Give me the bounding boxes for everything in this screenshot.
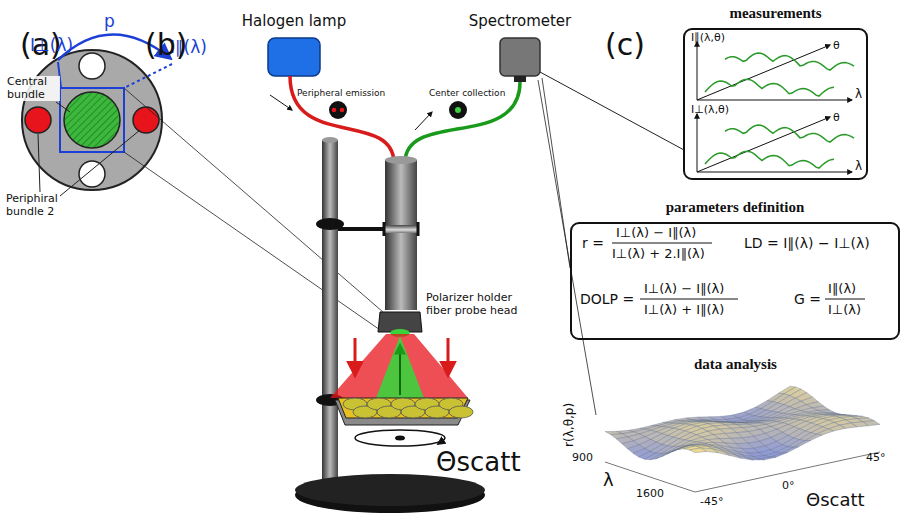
- node-heading: Halogen lamp: [242, 13, 346, 30]
- part-label: Central bundle: [6, 76, 60, 101]
- node-text: λ: [855, 160, 862, 174]
- panel-label: (c): [605, 28, 645, 63]
- node-text: I⊥(λ,θ): [691, 104, 729, 117]
- parameters-box: parameters definitionr =I⊥(λ) − I∥(λ)I⊥(…: [570, 222, 900, 340]
- tick-label: 0°: [782, 480, 795, 493]
- tick-label: 1600: [636, 488, 664, 501]
- node-text: I⊥(λ): [828, 303, 861, 318]
- tick-label: -45°: [700, 496, 723, 509]
- axis-title: λ: [603, 470, 614, 491]
- node-heading: parameters definition: [666, 199, 805, 216]
- section-heading: data analysis: [694, 356, 777, 373]
- node-text: r =: [582, 235, 604, 251]
- angle-label: Θscatt: [436, 448, 521, 478]
- lamp-body: [268, 38, 320, 76]
- part-label: Peripheral emission: [296, 88, 386, 98]
- node-text: θ: [833, 40, 840, 53]
- lamp-box: Halogen lamp: [268, 38, 320, 76]
- node-text: I⊥(λ) + I∥(λ): [644, 303, 724, 318]
- spectrometer-box: Spectrometer: [500, 38, 540, 76]
- node-text: DOLP =: [580, 291, 634, 307]
- parameter-label: p: [104, 12, 115, 32]
- node-text: I∥(λ,θ): [691, 32, 725, 45]
- node-heading: measurements: [729, 5, 821, 22]
- part-label: Periphiral bundle 2: [6, 193, 76, 218]
- tick-label: 45°: [866, 452, 886, 465]
- node-text: I⊥(λ) − I∥(λ): [644, 282, 724, 297]
- part-label: Polarizer holder fiber probe head: [426, 292, 536, 317]
- node-text: θ: [833, 112, 840, 125]
- node-text: G =: [794, 291, 821, 307]
- panel-label: (b): [145, 28, 187, 63]
- node-text: I⊥(λ) + 2.I∥(λ): [612, 247, 705, 262]
- connector-line: [540, 72, 683, 149]
- node-text: I⊥(λ) − I∥(λ): [616, 226, 696, 241]
- tick-label: 900: [572, 452, 593, 465]
- measurements-box: measurementsI∥(λ,θ)θλI⊥(λ,θ)θλ: [683, 28, 868, 180]
- signal-label: I⊥(λ): [30, 36, 73, 56]
- panel-c-graphics: [538, 42, 880, 492]
- node-heading: Spectrometer: [469, 13, 572, 30]
- node-text: I∥(λ): [828, 282, 856, 297]
- node-text: LD = I∥(λ) − I⊥(λ): [744, 235, 870, 251]
- spectrometer-body: [500, 38, 540, 76]
- axis-title: Θscatt: [806, 490, 865, 511]
- part-label: Center collection: [428, 88, 506, 98]
- setup-illustration: [268, 38, 540, 513]
- axis-title: r(λ,θ,p): [563, 403, 577, 447]
- node-text: λ: [855, 88, 862, 102]
